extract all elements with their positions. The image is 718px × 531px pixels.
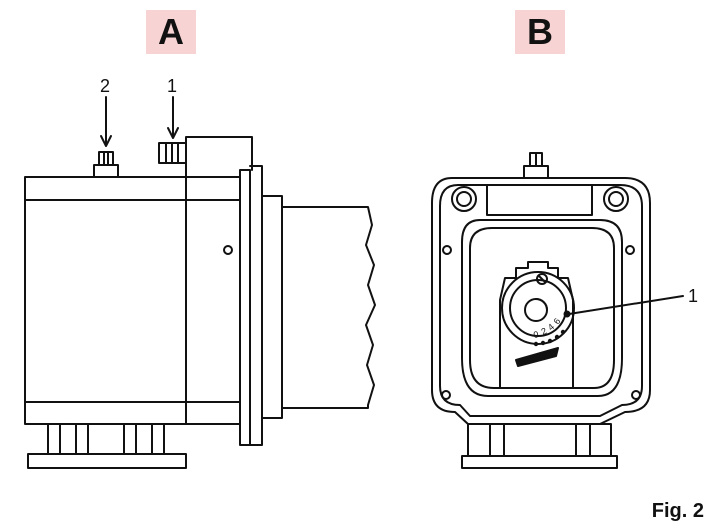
- corner-hole-tl: [451, 186, 477, 212]
- side-view-a: [24, 96, 376, 469]
- scale-mark-6: 6: [551, 316, 562, 326]
- mounting-flange: [239, 169, 251, 446]
- inner-recess: [461, 219, 623, 397]
- top-fitting: [523, 152, 549, 179]
- base-block: [461, 423, 618, 469]
- adapter-section: [185, 176, 241, 425]
- corner-hole-tr: [603, 186, 629, 212]
- callout-number-a1: 1: [167, 76, 177, 96]
- side-hole-right: [625, 245, 635, 255]
- inner-plate-rim: [439, 184, 643, 417]
- side-hole-left: [442, 245, 452, 255]
- dial-scale: 0 2 4 6: [533, 316, 563, 340]
- housing-body: [24, 176, 187, 425]
- dial-pointer: [515, 347, 559, 367]
- dial-mount: [499, 261, 574, 389]
- scale-mark-2: 2: [540, 326, 549, 337]
- dial-assembly: [499, 261, 575, 389]
- scale-mark-0: 0: [533, 329, 540, 340]
- mounting-feet: [27, 423, 187, 469]
- scale-mark-4: 4: [546, 322, 556, 333]
- callout-number-b1: 1: [688, 286, 698, 306]
- screw-hole: [223, 245, 233, 255]
- fitting: [93, 151, 119, 178]
- figure-caption: Fig. 2: [651, 500, 704, 522]
- dial-screw: [536, 273, 548, 285]
- adjustment-knob: [158, 142, 187, 164]
- callout-leader-b1: [568, 295, 684, 315]
- panel-label-b: B: [515, 10, 565, 54]
- shaft-broken: [281, 206, 376, 409]
- front-view-b: [431, 152, 684, 469]
- panel-label-a: A: [146, 10, 196, 54]
- callout-number-a2: 2: [100, 76, 110, 96]
